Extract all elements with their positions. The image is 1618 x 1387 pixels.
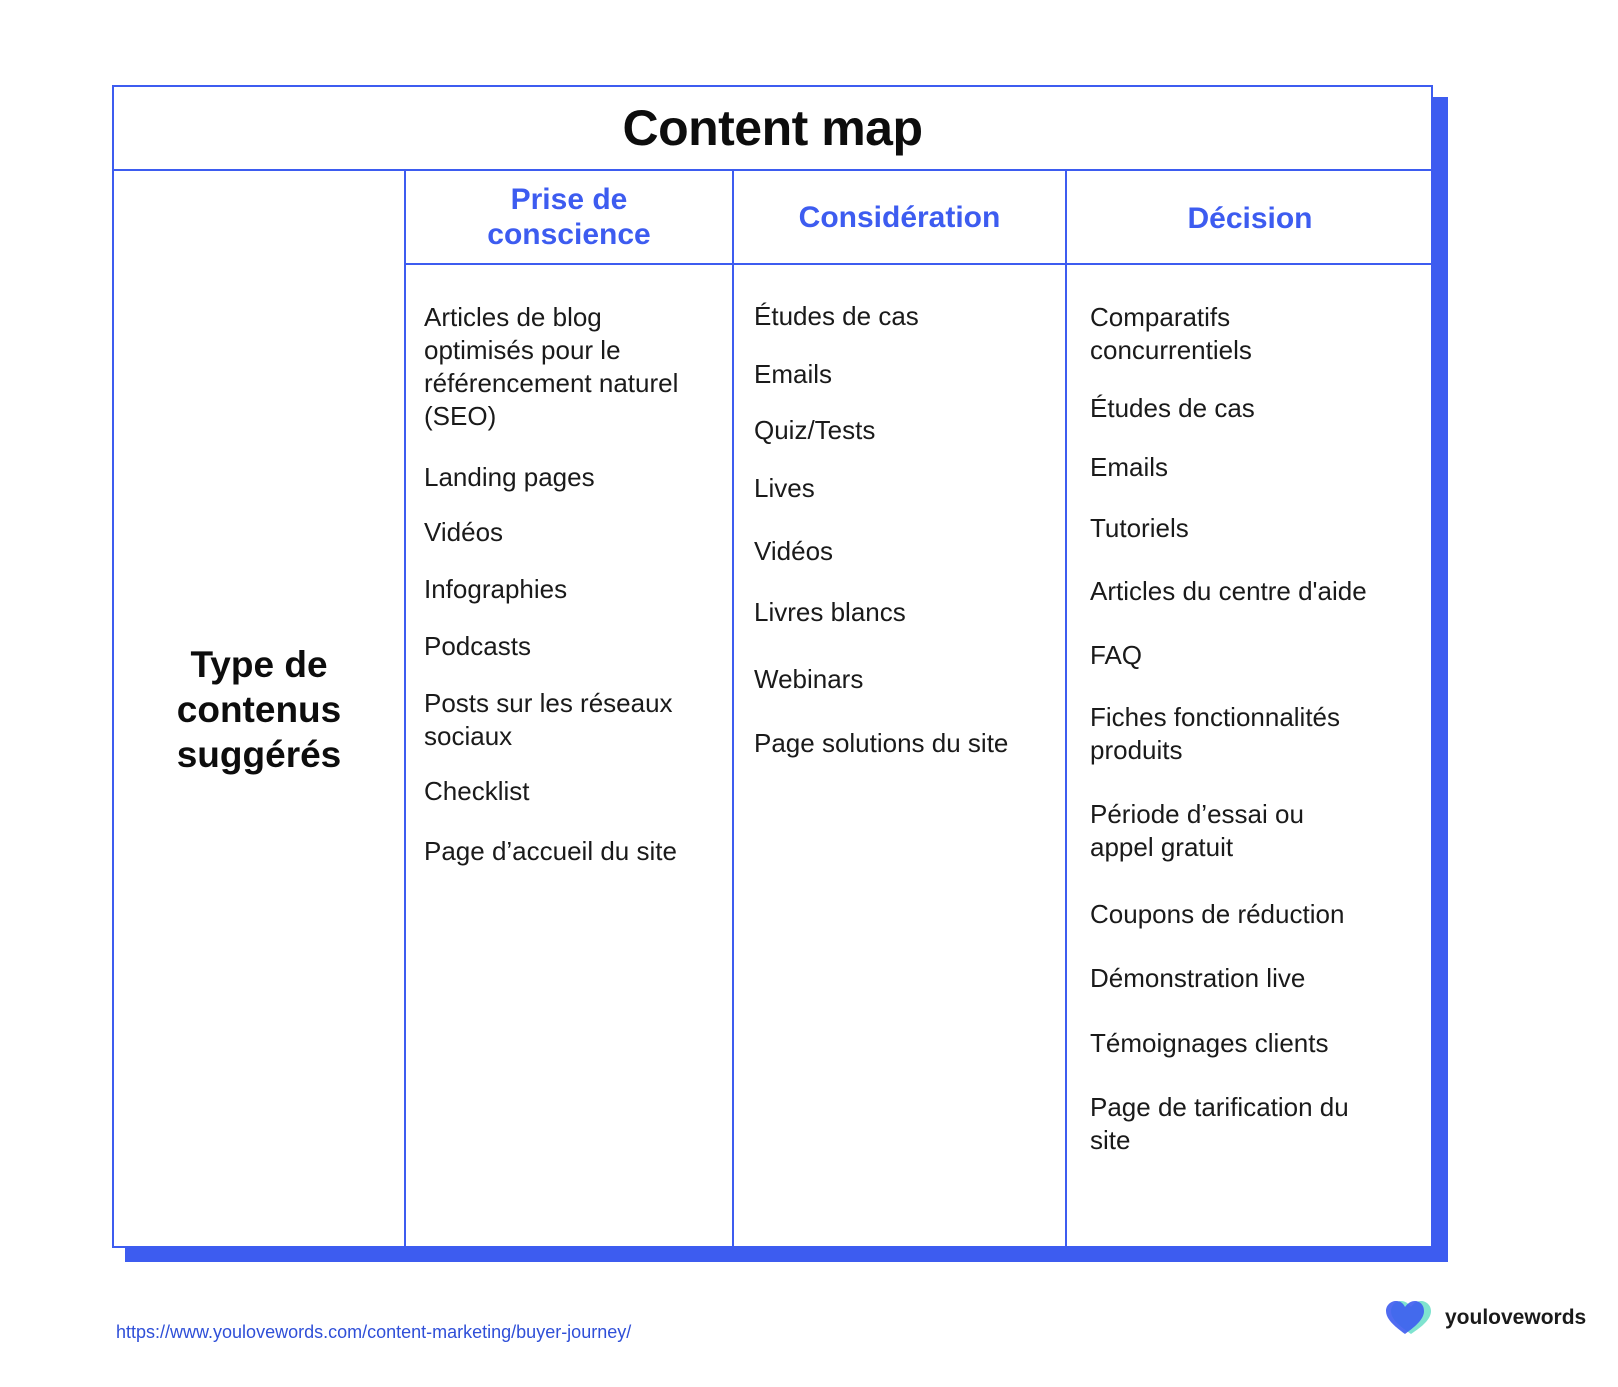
header-divider (404, 263, 1431, 265)
page-title: Content map (622, 100, 923, 156)
list-item: Comparatifs concurrentiels (1090, 302, 1252, 365)
stage-header-consideration: Considération (734, 171, 1065, 263)
list-item: Landing pages (424, 462, 595, 492)
column-divider (732, 171, 734, 1248)
list-item: Période d’essai ou appel gratuit (1090, 799, 1304, 862)
list-item: Page de tarification du site (1090, 1092, 1349, 1155)
list-item: Coupons de réduction (1090, 899, 1345, 929)
list-item: Études de cas (1090, 393, 1255, 423)
stage-header-awareness: Prise de conscience (406, 171, 732, 263)
list-item: Études de cas (754, 301, 919, 331)
list-item: Articles de blog optimisés pour le référ… (424, 302, 679, 431)
list-item: Emails (1090, 452, 1169, 482)
list-item: Démonstration live (1090, 963, 1306, 993)
list-item: Page solutions du site (754, 728, 1009, 758)
list-item: Fiches fonctionnalités produits (1090, 702, 1341, 765)
heart-logo-icon (1386, 1301, 1431, 1334)
stage-header-label: Prise de conscience (487, 183, 651, 251)
content-map-table: Content map Type de contenus suggérés Pr… (112, 85, 1433, 1248)
list-item: Livres blancs (754, 597, 906, 627)
list-item: Emails (754, 359, 833, 389)
list-item: Infographies (424, 574, 568, 604)
list-item: Page d’accueil du site (424, 836, 677, 866)
column-divider (1065, 171, 1067, 1248)
list-item: Articles du centre d'aide (1090, 576, 1367, 606)
source-link[interactable]: https://www.youlovewords.com/content-mar… (116, 1322, 632, 1342)
list-item: Checklist (424, 776, 530, 806)
list-item: Quiz/Tests (754, 415, 876, 445)
list-item: Lives (754, 473, 815, 503)
list-item: Webinars (754, 664, 864, 694)
list-item: Tutoriels (1090, 513, 1189, 543)
stage-header-label: Considération (798, 200, 1001, 234)
brand-logo: youlovewords (1385, 1300, 1586, 1336)
title-row: Content map (114, 87, 1431, 171)
list-item: Vidéos (754, 536, 834, 566)
column-divider (404, 171, 406, 1248)
row-label: Type de contenus suggérés (176, 644, 342, 775)
list-item: Témoignages clients (1090, 1028, 1329, 1058)
row-label-cell: Type de contenus suggérés (114, 171, 404, 1248)
list-item: Posts sur les réseaux sociaux (424, 688, 673, 751)
list-item: Podcasts (424, 631, 531, 661)
brand-name: youlovewords (1445, 1306, 1587, 1329)
stage-header-decision: Décision (1067, 171, 1433, 263)
list-item: FAQ (1090, 640, 1143, 670)
stage-header-label: Décision (1187, 202, 1313, 235)
list-item: Vidéos (424, 517, 504, 547)
